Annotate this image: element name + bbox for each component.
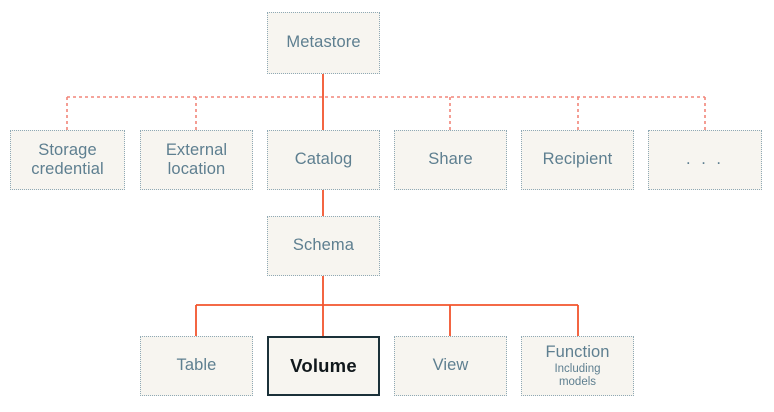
node-schema[interactable]: Schema [267, 216, 380, 276]
node-catalog-label: Catalog [294, 150, 353, 169]
node-share[interactable]: Share [394, 130, 507, 190]
node-storage-credential[interactable]: Storage credential [10, 130, 125, 190]
node-volume-label: Volume [290, 355, 357, 377]
node-table-label: Table [176, 356, 217, 375]
node-recipient-label: Recipient [542, 150, 613, 169]
node-function-label: Function [545, 342, 610, 361]
node-metastore-label: Metastore [286, 33, 361, 52]
node-function-subtitle: Including models [554, 363, 601, 389]
node-external-location[interactable]: External location [140, 130, 253, 190]
node-storage-credential-label: Storage credential [31, 140, 104, 178]
node-more-label: . . . [686, 150, 724, 169]
node-view-label: View [432, 356, 469, 375]
node-schema-label: Schema [292, 236, 355, 255]
node-share-label: Share [428, 150, 473, 169]
node-more[interactable]: . . . [648, 130, 762, 190]
node-metastore[interactable]: Metastore [267, 12, 380, 74]
node-catalog[interactable]: Catalog [267, 130, 380, 190]
node-view[interactable]: View [394, 336, 507, 396]
node-table[interactable]: Table [140, 336, 253, 396]
node-volume[interactable]: Volume [267, 336, 380, 396]
node-recipient[interactable]: Recipient [521, 130, 634, 190]
node-external-location-label: External location [165, 140, 228, 178]
